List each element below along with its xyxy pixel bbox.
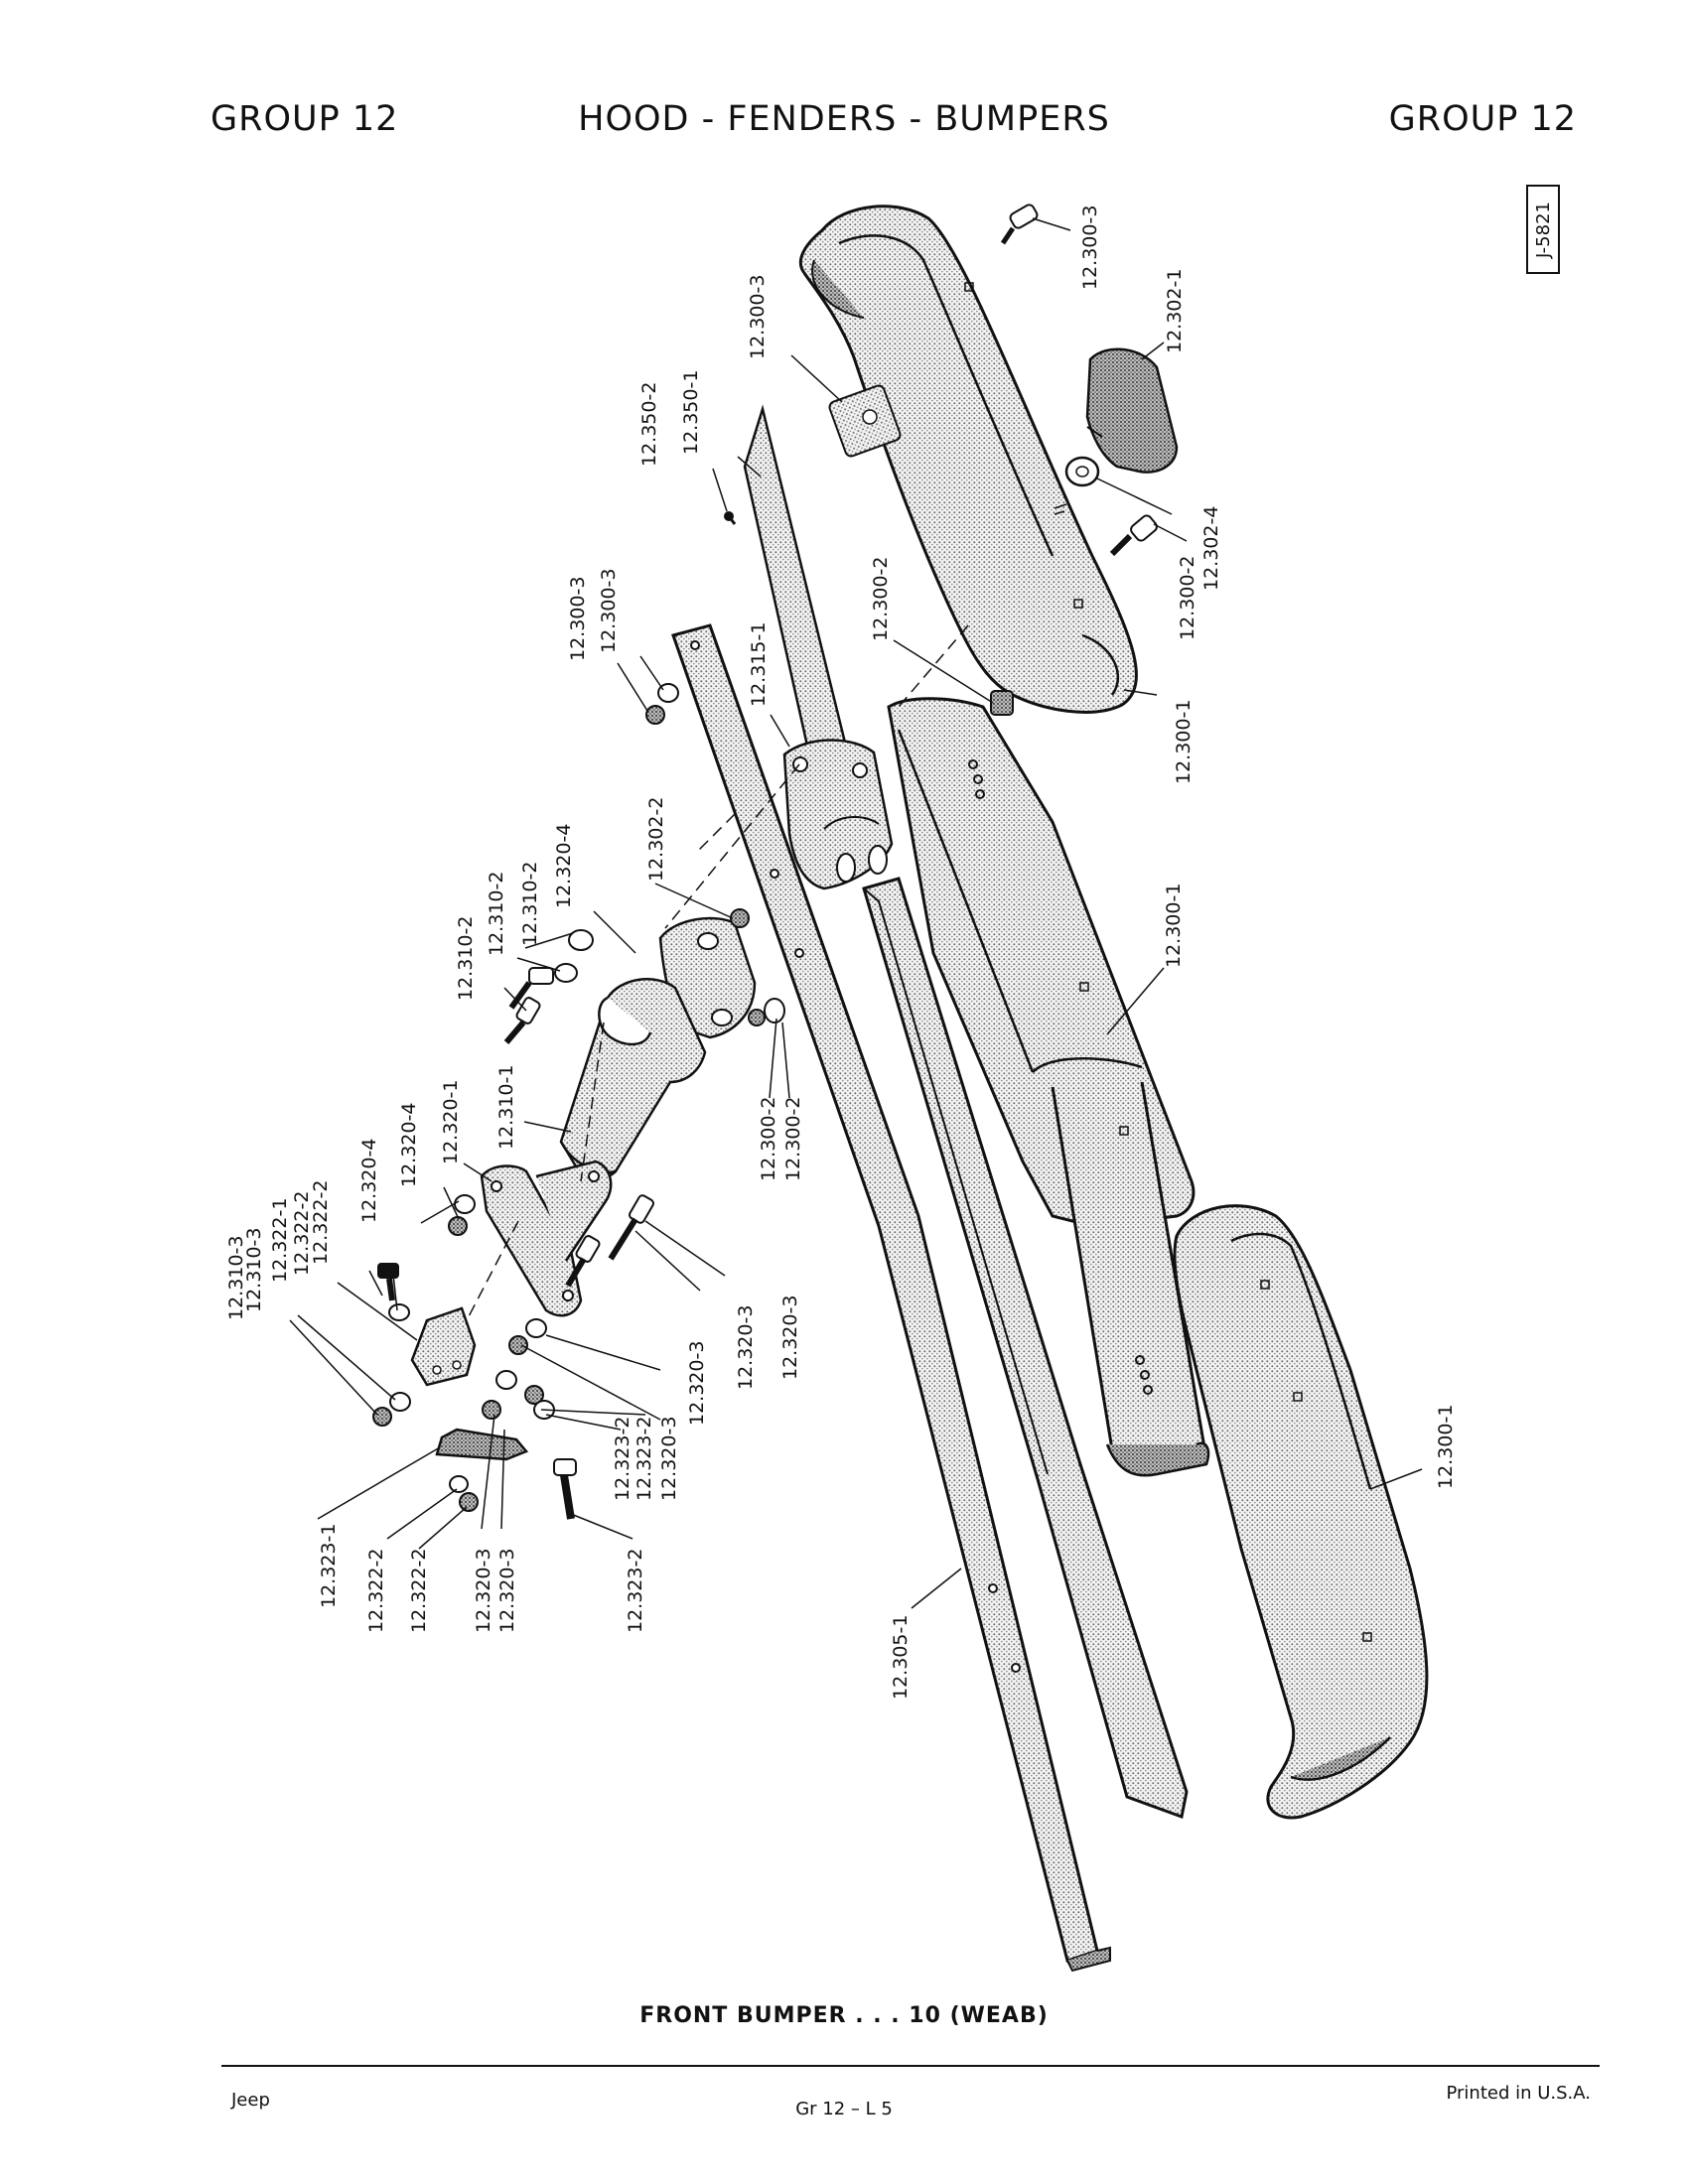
callout-label: 12.320-4: [398, 1103, 420, 1187]
upper-bumper-end: [798, 205, 1138, 714]
header-group-left: GROUP 12: [211, 99, 399, 139]
nut: [524, 1385, 544, 1405]
lower-bumper-end: [1173, 1204, 1429, 1820]
nut: [459, 1492, 479, 1512]
washer: [388, 1303, 410, 1321]
angle-bracket: [410, 1306, 477, 1387]
nut: [372, 1407, 392, 1427]
bolt: [503, 997, 541, 1044]
callout-label: 12.322-2: [365, 1549, 387, 1633]
bolt: [553, 1458, 577, 1520]
callout-leader-lines: [289, 217, 1423, 1609]
callout-label: 12.323-2: [625, 1549, 646, 1633]
footer-page-code: Gr 12 – L 5: [795, 2099, 893, 2119]
washer: [554, 963, 578, 983]
callout-label: 12.310-2: [486, 872, 507, 956]
reinforcement-strip: [862, 877, 1189, 1820]
callout-label: 12.300-3: [567, 577, 589, 661]
clamp-plate: [435, 1428, 529, 1461]
callout-label: 12.300-2: [1177, 556, 1198, 640]
bumper-guard-pad: [1085, 347, 1179, 474]
callout-label: 12.323-1: [318, 1524, 340, 1608]
callout-label: 12.322-2: [408, 1549, 430, 1633]
callout-label: 12.315-1: [748, 622, 770, 707]
footer-divider: [221, 2065, 1600, 2067]
callout-label: 12.310-1: [495, 1065, 517, 1150]
bolt: [508, 967, 554, 1010]
callout-label: 12.305-1: [890, 1615, 912, 1700]
callout-label: 12.322-1: [269, 1198, 291, 1283]
callout-label: 12.323-2: [633, 1417, 655, 1501]
callout-label: 12.320-3: [735, 1305, 757, 1390]
callout-label: 12.310-3: [225, 1236, 247, 1320]
callout-label: 12.350-2: [638, 382, 660, 467]
washer: [495, 1370, 517, 1390]
bumper-channel-bar: [671, 623, 1111, 1973]
bolt: [608, 1194, 654, 1261]
nut: [748, 1009, 766, 1026]
bolt: [565, 1235, 601, 1288]
callout-label: 12.320-3: [473, 1549, 494, 1633]
nut: [730, 908, 750, 928]
callout-label: 12.310-3: [243, 1228, 265, 1312]
callout-label: 12.300-1: [1435, 1405, 1457, 1489]
washer: [389, 1392, 411, 1412]
callout-label: 12.320-1: [440, 1080, 462, 1164]
nut: [508, 1335, 528, 1355]
callout-label: 12.320-4: [553, 824, 575, 908]
center-bumper-bar: [887, 697, 1210, 1477]
screw: [724, 511, 737, 525]
nut: [828, 384, 902, 458]
callout-label: 12.310-2: [519, 862, 541, 946]
header-group-right: GROUP 12: [1388, 99, 1577, 139]
callout-label: 12.300-1: [1173, 700, 1195, 784]
page-title: HOOD - FENDERS - BUMPERS: [578, 99, 1110, 139]
reference-code-box: J-5821: [1526, 185, 1560, 274]
callout-label: 12.302-4: [1200, 506, 1222, 591]
footer-printed-in: Printed in U.S.A.: [1446, 2083, 1591, 2104]
washer: [449, 1475, 469, 1493]
callout-label: 12.300-2: [870, 557, 892, 641]
callout-labels: 12.300-3 12.300-3 12.302-1 12.350-2 12.3…: [225, 205, 1457, 1700]
callout-label: 12.300-3: [747, 275, 769, 359]
figure-caption: FRONT BUMPER . . . 10 (WEAB): [639, 2003, 1049, 2028]
callout-label: 12.302-1: [1164, 269, 1186, 353]
footer-brand: Jeep: [231, 2090, 270, 2111]
callout-label: 12.322-2: [291, 1191, 313, 1276]
callout-label: 12.300-1: [1163, 884, 1185, 968]
nut: [645, 705, 665, 725]
callout-label: 12.322-2: [310, 1180, 332, 1265]
washer: [1064, 456, 1100, 487]
bumper-bracket: [782, 739, 894, 890]
washer: [525, 1318, 547, 1338]
nut: [482, 1400, 501, 1420]
callout-label: 12.320-3: [686, 1341, 708, 1426]
washer: [568, 929, 594, 951]
spacer: [990, 690, 1014, 716]
washer: [657, 683, 679, 703]
washer: [764, 998, 785, 1024]
callout-label: 12.302-2: [645, 797, 667, 882]
callout-label: 12.323-2: [612, 1417, 633, 1501]
washer: [454, 1194, 476, 1214]
assembly-guide-lines: [466, 624, 969, 1321]
callout-label: 12.320-3: [779, 1296, 801, 1380]
callout-label: 12.300-2: [782, 1097, 804, 1181]
callout-label: 12.310-2: [455, 916, 477, 1001]
callout-label: 12.320-3: [496, 1549, 518, 1633]
bolt: [1000, 204, 1039, 245]
callout-label: 12.300-2: [758, 1097, 779, 1181]
nut: [448, 1216, 468, 1236]
callout-label: 12.320-4: [358, 1139, 380, 1223]
callout-label: 12.300-3: [598, 569, 620, 653]
callout-label: 12.320-3: [658, 1417, 680, 1501]
callout-label: 12.350-1: [680, 370, 702, 455]
bracket-plate: [480, 1160, 613, 1317]
callout-label: 12.300-3: [1079, 205, 1101, 290]
bolt: [1109, 514, 1158, 557]
bumper-support-tube: [559, 978, 707, 1180]
